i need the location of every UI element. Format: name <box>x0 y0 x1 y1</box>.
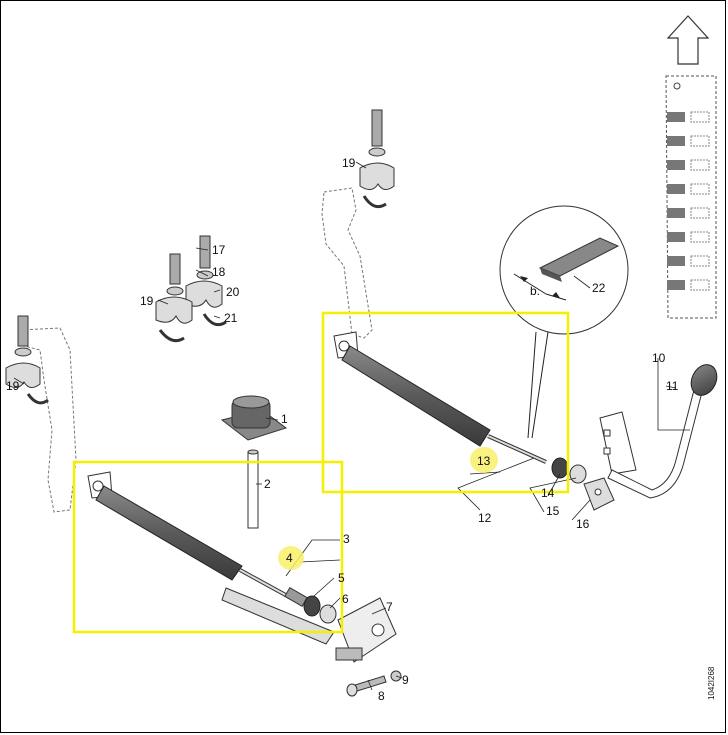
highlight-marker-13 <box>470 447 498 473</box>
dimension-label-b: b. <box>530 284 540 298</box>
callout-2: 2 <box>264 477 271 491</box>
callout-3: 3 <box>343 532 350 546</box>
callout-19-top: 19 <box>342 156 356 170</box>
up-arrow-icon <box>666 15 710 65</box>
document-id: 1042I268 <box>707 666 716 700</box>
callout-4: 4 <box>286 551 293 565</box>
clamp-assembly-upper <box>155 235 227 343</box>
mounting-arm-left <box>19 327 77 513</box>
detail-view-clip <box>499 205 629 439</box>
highlight-box-lower-strut <box>72 460 344 634</box>
callout-17: 17 <box>212 243 226 257</box>
callout-21: 21 <box>224 311 238 325</box>
callout-15: 15 <box>546 504 560 518</box>
shift-lever <box>599 364 718 499</box>
callout-5: 5 <box>338 571 345 585</box>
callout-6: 6 <box>342 592 349 606</box>
gear-position-plate <box>665 75 717 319</box>
gas-strut-upper <box>333 331 587 484</box>
callout-19-middle: 19 <box>140 294 154 308</box>
rubber-boot <box>220 395 288 441</box>
callout-12: 12 <box>478 511 492 525</box>
callout-10: 10 <box>652 351 666 365</box>
callout-8: 8 <box>378 689 385 703</box>
callout-16: 16 <box>576 517 590 531</box>
callout-1: 1 <box>281 412 288 426</box>
mounting-plate-lower <box>221 587 397 663</box>
callout-13: 13 <box>477 454 491 468</box>
bracket-16 <box>583 477 615 511</box>
callout-7: 7 <box>386 600 393 614</box>
clamp-assembly-left <box>5 315 49 405</box>
callout-20: 20 <box>226 285 240 299</box>
bolt-and-nut <box>346 670 402 697</box>
callout-9: 9 <box>402 673 409 687</box>
clamp-assembly-top <box>359 109 395 209</box>
callout-22: 22 <box>592 281 606 295</box>
guide-rod <box>247 449 259 529</box>
highlight-box-upper-strut <box>321 311 570 494</box>
callout-19-left: 19 <box>6 379 20 393</box>
callout-18: 18 <box>212 265 226 279</box>
highlight-marker-4 <box>278 546 304 570</box>
callout-14: 14 <box>541 486 555 500</box>
mounting-arm-center <box>321 187 373 339</box>
callout-11: 11 <box>666 379 679 393</box>
gas-strut-lower <box>87 471 337 624</box>
